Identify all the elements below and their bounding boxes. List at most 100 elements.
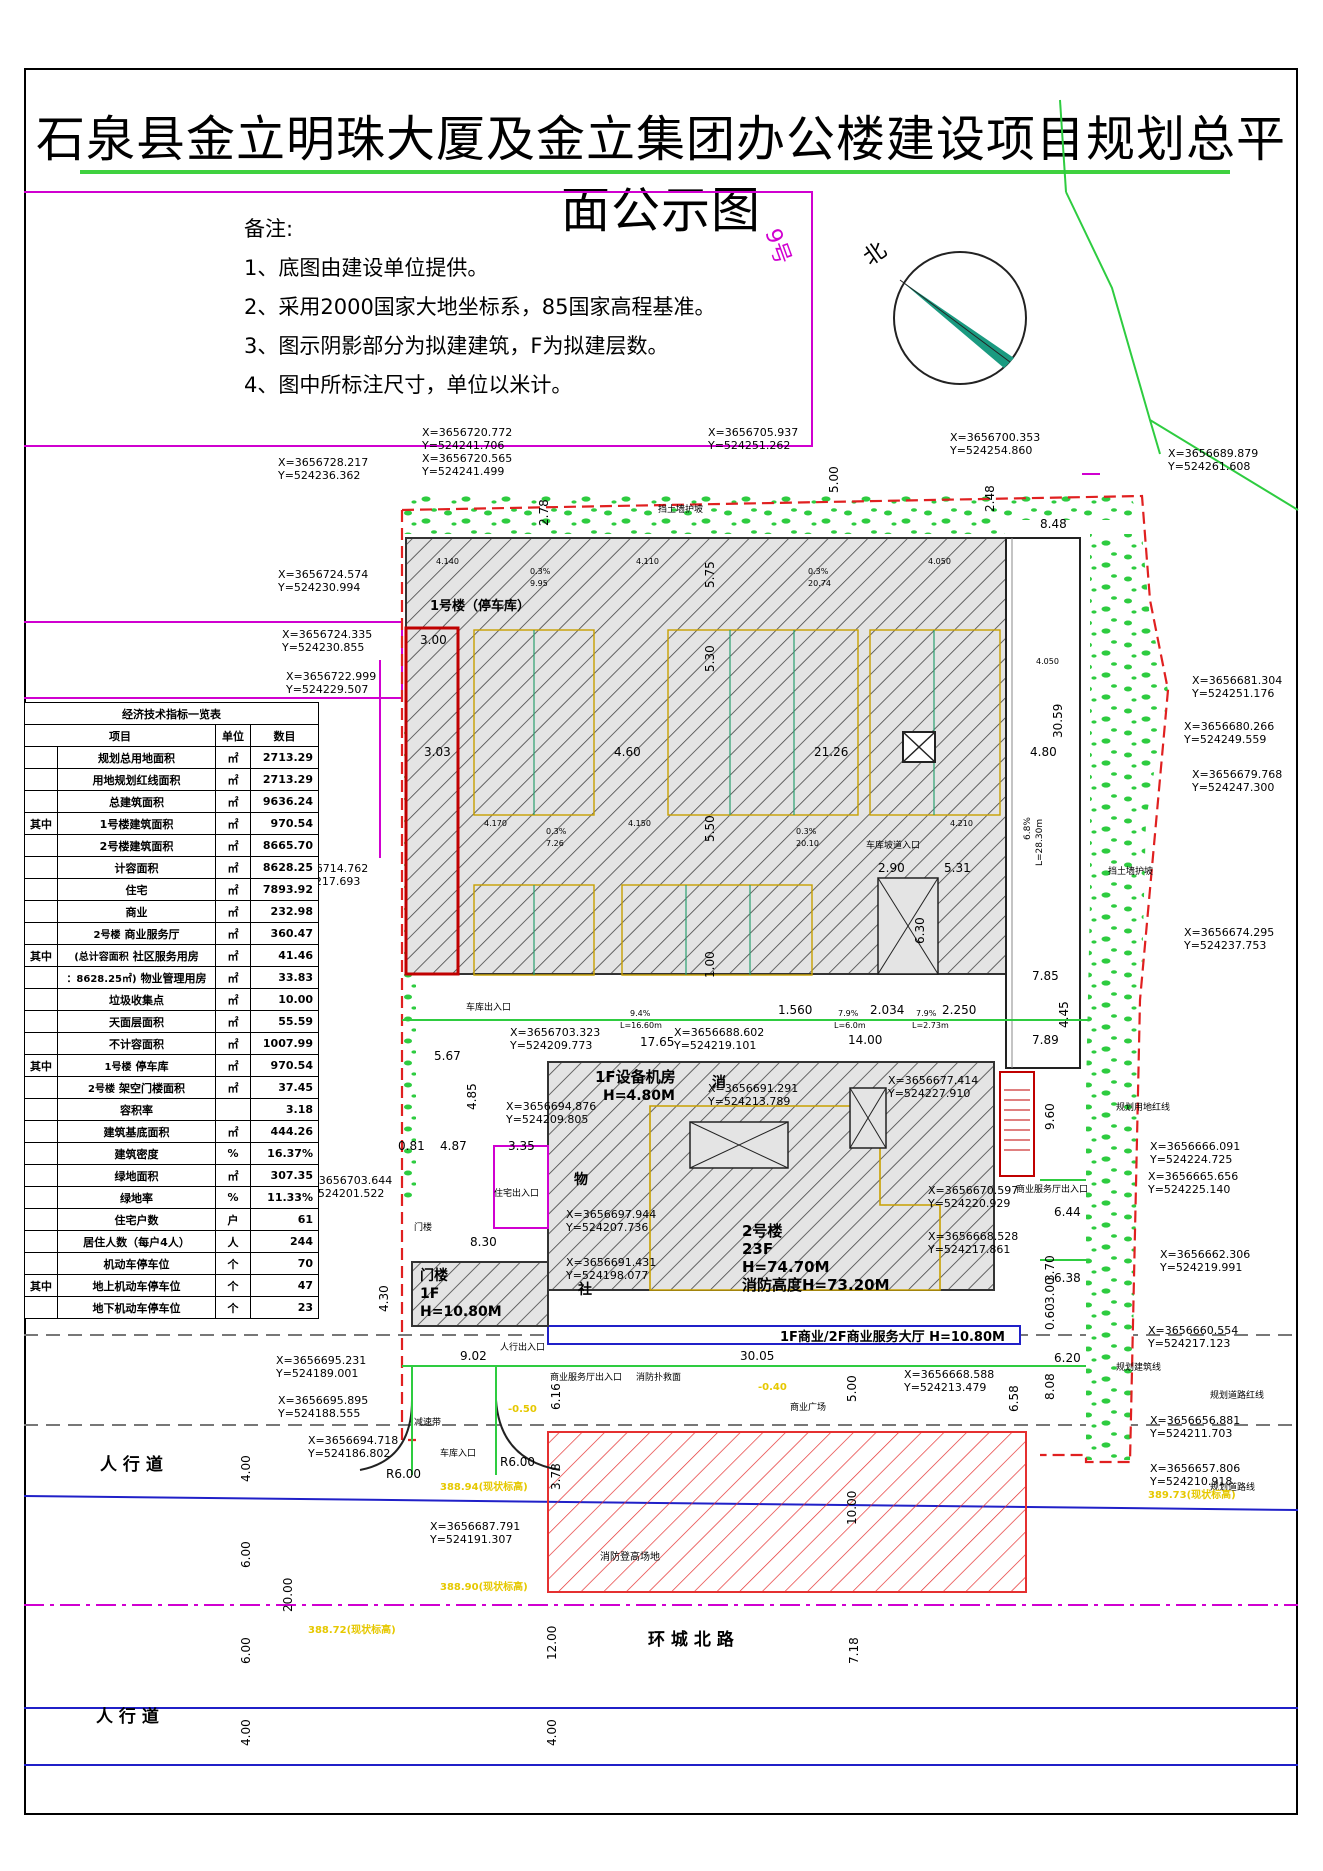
dimension-label: 3.70 [1043, 1255, 1057, 1282]
dimension-label: 4.85 [465, 1083, 479, 1110]
table-cell-value: 55.59 [250, 1010, 319, 1033]
table-cell-sub: (总计容面积 [74, 951, 129, 963]
spot-elevation-g: 4.210 [950, 819, 973, 828]
table-cell-item: 地下机动车停车位 [57, 1296, 216, 1319]
dimension-label: R6.00 [500, 1455, 535, 1469]
table-cell-value: 244 [250, 1230, 319, 1253]
coordinate-x: X=3656694.876 [506, 1100, 596, 1113]
table-cell-group [24, 1032, 58, 1055]
residential-entry-label: 住宅出入口 [494, 1187, 539, 1199]
dimension-label: 4.60 [614, 745, 641, 759]
table-cell-item: 商业 [57, 900, 216, 923]
dimension-label: 5.50 [703, 815, 717, 842]
dimension-label: 4.00 [545, 1719, 559, 1746]
building-1-name: 1号楼（停车库） [430, 598, 530, 614]
table-cell-item-text: 社区服务用房 [132, 949, 199, 963]
table-cell-unit: ㎡ [215, 856, 251, 879]
table-header-value: 数目 [250, 724, 319, 747]
table-cell-item: 计容面积 [57, 856, 216, 879]
length-b: 20.74 [808, 579, 831, 588]
table-cell-value: 8628.25 [250, 856, 319, 879]
dimension-label: 14.00 [848, 1033, 882, 1047]
table-cell-group [24, 1186, 58, 1209]
table-cell-unit: ㎡ [215, 900, 251, 923]
dimension-label: 20.00 [281, 1578, 295, 1612]
plaza-label: 商业广场 [790, 1401, 826, 1413]
table-cell-unit: ㎡ [215, 944, 251, 967]
coordinate-y: Y=524213.479 [903, 1381, 986, 1394]
table-header-item: 项目 [24, 724, 216, 747]
table-cell-group [24, 1076, 58, 1099]
coordinate-x: X=3656724.574 [278, 568, 368, 581]
dimension-label: 9.60 [1043, 1103, 1057, 1130]
side-ramp-length: L=28.30m [1035, 819, 1045, 866]
dimension-label: 0.60 [1043, 1303, 1057, 1330]
dimension-label: 9.02 [460, 1349, 487, 1363]
dimension-label: 1.560 [778, 1003, 812, 1017]
elevation-label-6: -0.40 [758, 1382, 787, 1393]
table-cell-item: 1号楼停车库 [57, 1054, 216, 1077]
elevation-label-4: 389.73(现状标高) [1148, 1488, 1236, 1501]
table-cell-item: 地上机动车停车位 [57, 1274, 216, 1297]
coordinate-x: X=3656691.291 [708, 1082, 798, 1095]
coordinate-y: Y=524186.802 [307, 1447, 390, 1460]
equipment-height: H=4.80M [603, 1088, 675, 1104]
tide-label: 规划道路线 [1210, 1481, 1255, 1493]
walk-entry-label: 人行出入口 [500, 1341, 545, 1353]
coordinate-y: Y=524217.123 [1147, 1337, 1230, 1350]
table-cell-unit: % [215, 1142, 251, 1165]
spot-elevation-d: 4.050 [1036, 657, 1059, 666]
dimension-label: 5.30 [703, 645, 717, 672]
table-cell-item: 建筑基底面积 [57, 1120, 216, 1143]
coordinate-y: Y=524241.706 [421, 439, 504, 452]
dimension-label: 30.05 [740, 1349, 774, 1363]
sidewalk-top: 人 行 道 [100, 1454, 163, 1475]
dimension-label: 8.30 [470, 1235, 497, 1249]
ramp-entry-label: 车库出入口 [466, 1001, 511, 1013]
table-cell-group [24, 1120, 58, 1143]
table-cell-item: 垃圾收集点 [57, 988, 216, 1011]
spot-elevation-c: 4.050 [928, 557, 951, 566]
table-cell-unit: ㎡ [215, 812, 251, 835]
table-cell-item: 住宅 [57, 878, 216, 901]
table-header-row: 项目 单位 数目 [24, 724, 319, 747]
note-1: 1、底图由建设单位提供。 [244, 256, 489, 280]
dimension-label: 3.00 [420, 633, 447, 647]
entry-curve-right [495, 1399, 561, 1471]
coordinate-x: X=3656679.768 [1192, 768, 1282, 781]
coordinate-x: X=3656688.602 [674, 1026, 764, 1039]
elevation-label-5: -0.50 [508, 1404, 537, 1415]
table-cell-group: 其中 [24, 1054, 58, 1077]
red-line-label: 规划用地红线 [1116, 1101, 1170, 1113]
table-cell-group [24, 1098, 58, 1121]
dimension-label: 7.85 [1032, 969, 1059, 983]
dimension-label: 21.26 [814, 745, 848, 759]
dimension-label: 12.00 [545, 1626, 559, 1660]
table-cell-item: 绿地率 [57, 1186, 216, 1209]
coordinate-x: X=3656705.937 [708, 426, 798, 439]
dimension-label: 6.00 [239, 1637, 253, 1664]
property-label: 物 [574, 1171, 588, 1188]
dimension-label: 6.44 [1054, 1205, 1081, 1219]
car-entry-label: 车库入口 [440, 1447, 476, 1459]
table-cell-value: 41.46 [250, 944, 319, 967]
dimension-label: 8.08 [1043, 1373, 1057, 1400]
coordinate-x: X=3656703.323 [510, 1026, 600, 1039]
dimension-label: 2.90 [878, 861, 905, 875]
building-2-name: 2号楼 [742, 1222, 782, 1240]
table-cell-sub: 2号楼 [93, 929, 121, 941]
coordinate-x: X=3656700.353 [950, 431, 1040, 444]
coordinate-x: X=3656668.528 [928, 1230, 1018, 1243]
coordinate-x: X=3656722.999 [286, 670, 376, 683]
coordinate-y: Y=524225.140 [1147, 1183, 1230, 1196]
table-cell-value: 11.33% [250, 1186, 319, 1209]
table-cell-item: ：8628.25㎡)物业管理用房 [57, 966, 216, 989]
dimension-label: 6.00 [239, 1541, 253, 1568]
table-cell-sub: 1号楼 [104, 1061, 132, 1073]
table-cell-value: 360.47 [250, 922, 319, 945]
ramp-length-2: L=6.0m [834, 1021, 866, 1030]
